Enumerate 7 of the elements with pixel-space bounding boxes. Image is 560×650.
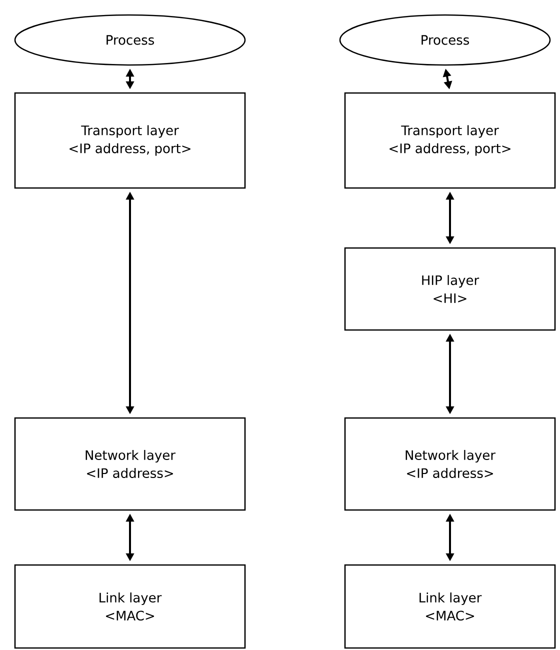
- layer-box: Network layer <IP address>: [14, 417, 246, 511]
- layer-box: Link layer <MAC>: [344, 564, 556, 649]
- layer-box: Network layer <IP address>: [344, 417, 556, 511]
- layer-box: HIP layer <HI>: [344, 247, 556, 331]
- layer-box: Link layer <MAC>: [14, 564, 246, 649]
- layer-box: Transport layer <IP address, port>: [14, 92, 246, 189]
- layer-box: Transport layer <IP address, port>: [344, 92, 556, 189]
